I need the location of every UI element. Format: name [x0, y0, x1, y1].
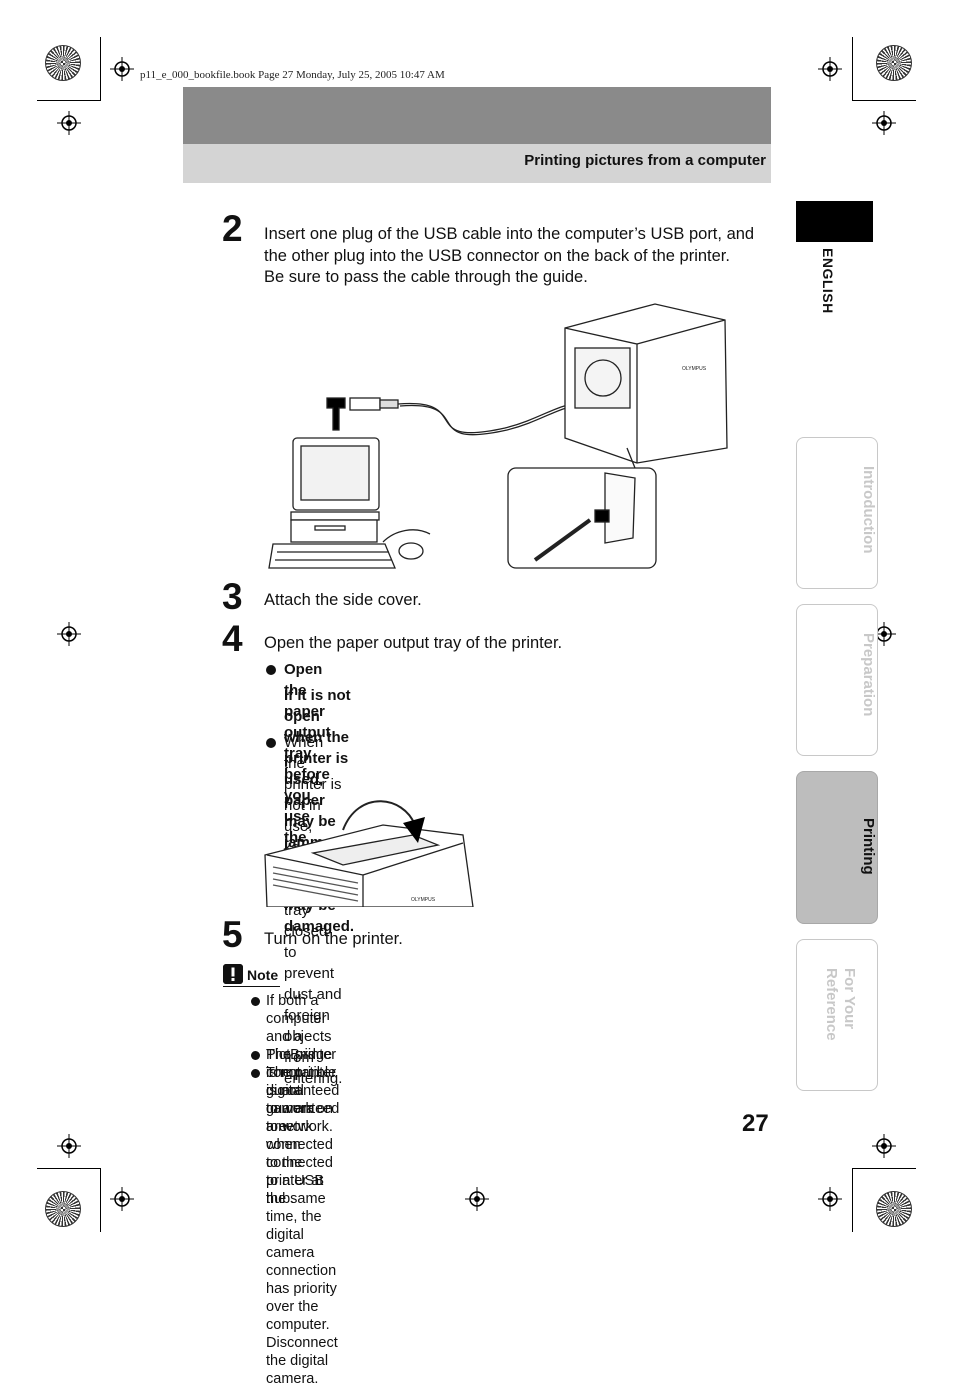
crop-mark	[37, 100, 101, 101]
step-text: Turn on the printer.	[264, 929, 403, 951]
tab-label: For Your Reference	[823, 968, 858, 1041]
crop-mark	[852, 1168, 916, 1169]
crosshair-mark	[57, 622, 81, 646]
registration-star-bottom-left	[45, 1191, 81, 1227]
section-title-band	[183, 144, 771, 183]
step-text-line: Open the paper output tray of the printe…	[264, 634, 563, 652]
page-number: 27	[742, 1110, 769, 1137]
step-text-line: Be sure to pass the cable through the gu…	[264, 268, 588, 286]
list-item-text: prevent dust and foreign objects from en…	[284, 965, 343, 1087]
step-number: 3	[222, 576, 243, 617]
note-item-text: has priority over the computer. Disconne…	[266, 1281, 338, 1387]
bullet-icon	[251, 997, 260, 1006]
crop-mark	[37, 1168, 101, 1169]
bullet-icon	[266, 665, 276, 675]
step-text: Attach the side cover.	[264, 590, 422, 612]
crop-mark	[100, 37, 101, 101]
crop-mark	[852, 1168, 853, 1232]
note-item-text: If both a computer and a PictBridge comp…	[266, 993, 337, 1135]
tab-label: Introduction	[860, 466, 877, 554]
step-text-line: Insert one plug of the USB cable into th…	[264, 225, 755, 243]
usb-connection-illustration: OLYMPUS	[268, 303, 728, 569]
bullet-icon	[251, 1069, 260, 1078]
tab-label: Preparation	[860, 633, 877, 717]
crosshair-mark	[818, 1187, 842, 1211]
paper-tray-illustration: OLYMPUS	[264, 800, 474, 907]
step-text: Open the paper output tray of the printe…	[264, 633, 562, 655]
crosshair-mark	[57, 111, 81, 135]
crosshair-mark	[57, 1134, 81, 1158]
registration-star-top-right	[876, 45, 912, 81]
crosshair-mark	[872, 1134, 896, 1158]
step-text-line: the other plug into the USB connector on…	[264, 246, 730, 265]
step-text-line: Turn on the printer.	[264, 930, 403, 948]
bullet-icon	[251, 1051, 260, 1060]
crosshair-mark	[465, 1187, 489, 1211]
header-band	[183, 87, 771, 144]
tab-introduction[interactable]: Introduction	[796, 437, 878, 589]
tab-for-your-reference[interactable]: For Your Reference	[796, 939, 878, 1091]
crop-mark	[100, 1168, 101, 1232]
bullet-icon	[266, 738, 276, 748]
step-text: Insert one plug of the USB cable into th…	[264, 224, 754, 289]
note-icon	[223, 964, 243, 984]
registration-star-top-left	[45, 45, 81, 81]
brand-label: OLYMPUS	[411, 897, 436, 903]
note-item-text: The printer is not guaranteed to work wh…	[266, 1065, 340, 1207]
tab-label: Printing	[860, 818, 877, 875]
tab-preparation[interactable]: Preparation	[796, 604, 878, 756]
language-marker	[796, 201, 873, 242]
step-number: 4	[222, 618, 243, 659]
section-title: Printing pictures from a computer	[524, 152, 766, 169]
note-underline	[223, 986, 280, 987]
crosshair-mark	[110, 57, 134, 81]
note-item-text: The printer is not guaranteed to work on…	[266, 1047, 340, 1135]
registration-star-bottom-right	[876, 1191, 912, 1227]
crop-mark	[852, 37, 853, 101]
crosshair-mark	[110, 1187, 134, 1211]
print-file-info: p11_e_000_bookfile.book Page 27 Monday, …	[140, 69, 445, 81]
language-label: ENGLISH	[820, 248, 836, 314]
crosshair-mark	[872, 111, 896, 135]
step-text-line: Attach the side cover.	[264, 591, 422, 609]
crosshair-mark	[818, 57, 842, 81]
note-title: Note	[247, 967, 279, 983]
crop-mark	[852, 100, 916, 101]
step-number: 5	[222, 914, 243, 955]
tab-printing[interactable]: Printing	[796, 771, 878, 924]
brand-label: OLYMPUS	[682, 366, 707, 372]
step-number: 2	[222, 208, 243, 249]
